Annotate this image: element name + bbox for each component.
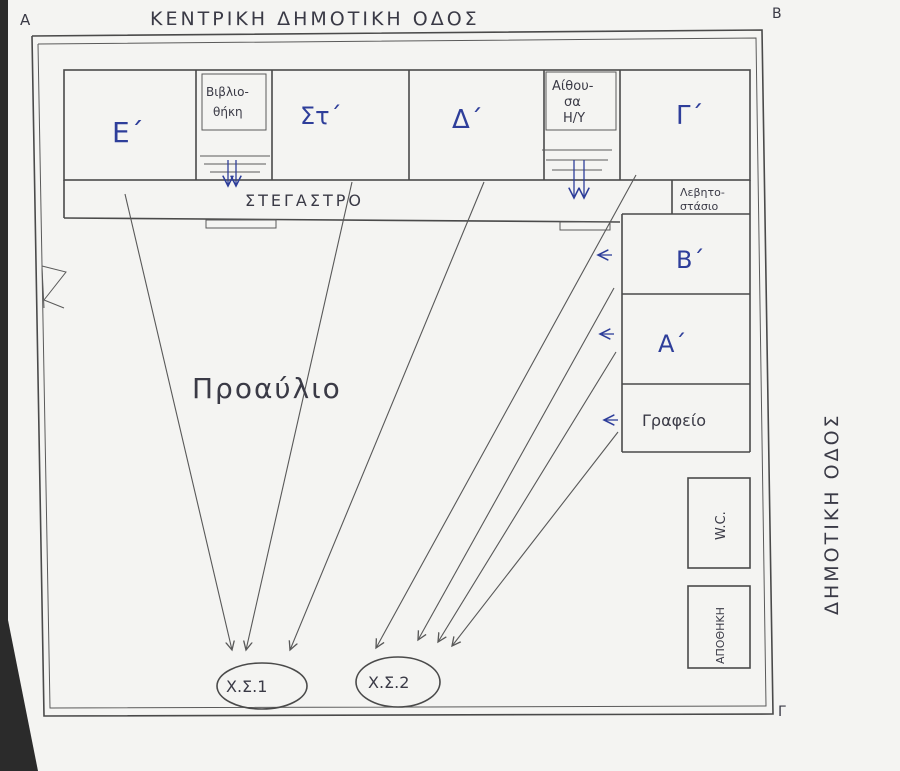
corner-b-label: Β [772, 6, 782, 22]
storage-label: ΑΠΟΘΗΚΗ [714, 607, 727, 664]
boiler-room-label-2: στάσιο [680, 200, 719, 213]
office-label: Γραφείο [642, 411, 706, 430]
evacuation-routes [124, 174, 637, 650]
paper-sheet [8, 0, 900, 771]
corner-a-label: Α [20, 11, 31, 29]
schoolyard-label: Προαύλιο [192, 372, 342, 405]
top-street-label: ΚΕΝΤΡΙΚΗ ΔΗΜΟΤΙΚΗ ΟΔΟΣ [150, 8, 480, 30]
classroom-b-label: Β΄ [676, 246, 704, 274]
boiler-room-label-1: Λεβητο- [680, 186, 725, 199]
classroom-a-label: Α΄ [658, 330, 686, 358]
covered-corridor-label: ΣΤΕΓΑΣΤΡΟ [245, 191, 364, 210]
side-gate [41, 265, 67, 309]
computer-lab-label-3: Η/Υ [563, 111, 585, 126]
assembly-point-1-oval [216, 662, 308, 710]
right-street-label: ΔΗΜΟΤΙΚΗ ΟΔΟΣ [821, 412, 843, 615]
assembly-point-1-label: Χ.Σ.1 [226, 677, 267, 696]
classroom-st-label: Στ΄ [300, 102, 342, 130]
library-label-1: Βιβλιο- [206, 85, 249, 99]
property-boundary [31, 29, 774, 717]
classroom-e-label: Ε΄ [112, 116, 144, 149]
doorways [200, 149, 612, 231]
computer-lab-label-1: Αίθου- [552, 79, 594, 94]
main-building [63, 69, 751, 669]
exit-direction-arrows [228, 160, 618, 420]
computer-lab-label-2: σα [564, 95, 581, 110]
assembly-point-2-oval [355, 656, 441, 708]
corner-c-label: Γ [778, 704, 786, 720]
classroom-g-label: Γ΄ [676, 101, 704, 131]
wc-label: W.C. [714, 511, 729, 540]
assembly-point-2-label: Χ.Σ.2 [368, 673, 409, 692]
library-label-2: θήκη [213, 105, 243, 119]
classroom-d-label: Δ΄ [452, 105, 483, 135]
